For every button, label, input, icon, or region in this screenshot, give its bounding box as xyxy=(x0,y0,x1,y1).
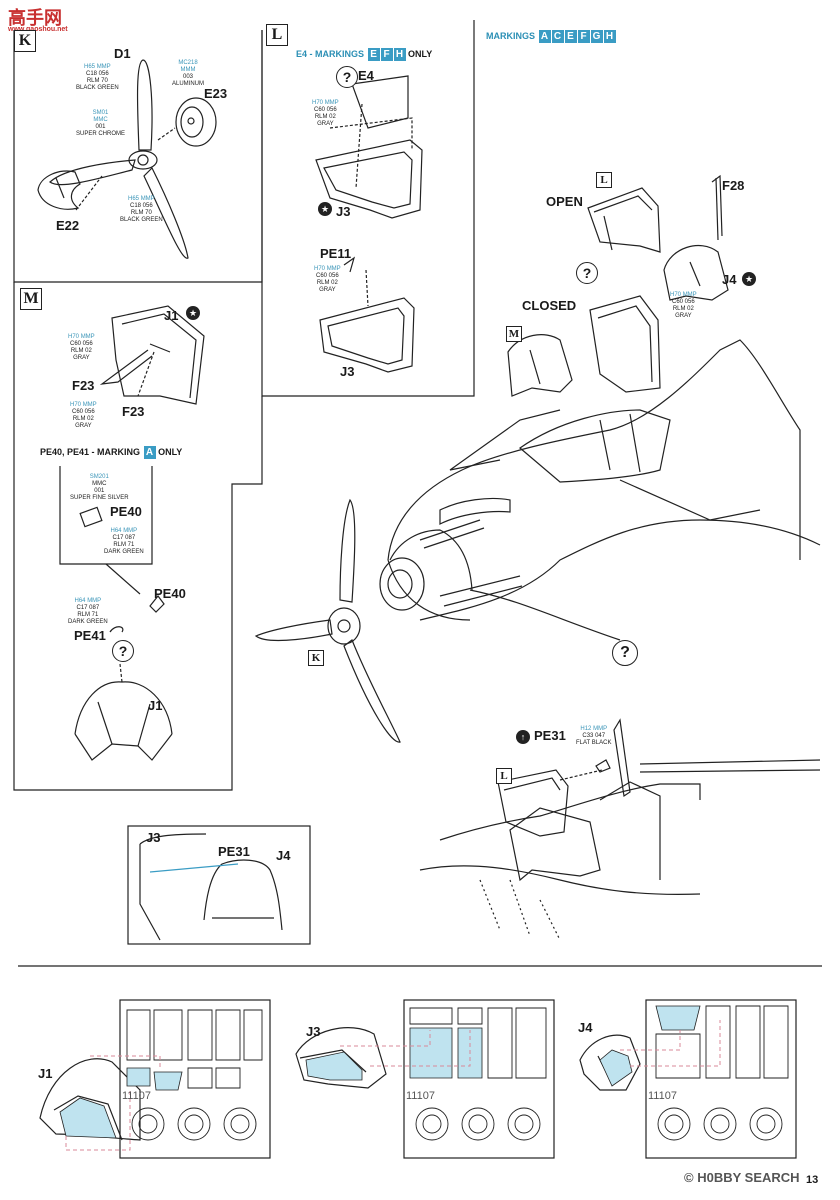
ref-box-l2: L xyxy=(496,768,512,784)
marking-letter: F xyxy=(577,30,590,43)
paint-callout: H70 MMP C60 056 RLM 02 GRAY xyxy=(68,334,95,361)
label-d1: D1 xyxy=(114,46,131,61)
label-j3: J3 xyxy=(336,204,351,219)
label-j4: J4 xyxy=(722,272,737,287)
paint-callout: H70 MMP C60 056 RLM 02 GRAY xyxy=(70,402,97,429)
paint-callout: H70 MMP C60 056 RLM 02 GRAY xyxy=(670,292,697,319)
arrow-up-icon: ↑ xyxy=(516,730,530,744)
label-j3: J3 xyxy=(146,830,161,845)
label-e4: E4 xyxy=(358,68,374,83)
label-j3: J3 xyxy=(340,364,355,379)
label-pe31: PE31 xyxy=(218,844,250,859)
label-pe41: PE41 xyxy=(74,628,106,643)
marking-letter: E xyxy=(367,48,380,61)
marking-letter: A xyxy=(143,446,156,459)
optional-icon: ? xyxy=(112,640,134,662)
label-f23: F23 xyxy=(122,404,145,419)
watermark-hobbysearch: © H0BBY SEARCH xyxy=(684,1170,800,1185)
paint-callout: H64 MMP C17 087 RLM 71 DARK GREEN xyxy=(104,528,144,555)
label-e22: E22 xyxy=(56,218,80,233)
label-j1: J1 xyxy=(164,308,179,323)
marking-letter: F xyxy=(380,48,393,61)
paint-callout: H70 MMP C60 056 RLM 02 GRAY xyxy=(312,100,339,127)
mask-code: 11107 xyxy=(122,1090,151,1102)
label-j1: J1 xyxy=(148,698,163,713)
label-pe40: PE40 xyxy=(154,586,186,601)
page-number: 13 xyxy=(806,1174,819,1186)
star-icon: ★ xyxy=(186,306,200,320)
section-m-box: M xyxy=(20,288,42,310)
label-f23: F23 xyxy=(72,378,95,393)
label-j4: J4 xyxy=(578,1020,593,1035)
paint-callout: H12 MMP C33 047 FLAT BLACK xyxy=(576,726,612,746)
ref-box-l: L xyxy=(596,172,612,188)
mask-code: 11107 xyxy=(406,1090,435,1102)
watermark-chars: 高手网 xyxy=(8,8,62,28)
section-l-title-text: E4 - MARKINGS xyxy=(296,49,365,59)
label-closed: CLOSED xyxy=(522,298,577,313)
optional-icon: ? xyxy=(612,640,638,666)
section-l-box: L xyxy=(266,24,288,46)
label-pe40: PE40 xyxy=(110,504,142,519)
paint-callout: MC218 MMM 003 ALUMINUM xyxy=(172,60,205,87)
section-pe-title: PE40, PE41 - MARKING A ONLY xyxy=(40,446,182,459)
ref-box-m: M xyxy=(506,326,522,342)
label-j4: J4 xyxy=(276,848,291,863)
marking-letter: E xyxy=(564,30,577,43)
label-j1: J1 xyxy=(38,1066,53,1081)
paint-callout: SM01 MMC 001 SUPER CHROME xyxy=(76,110,126,137)
paint-callout: H65 MMP C18 056 RLM 70 BLACK GREEN xyxy=(76,64,119,91)
label-j3: J3 xyxy=(306,1024,321,1039)
marking-letter: G xyxy=(590,30,603,43)
label-e23: E23 xyxy=(204,86,228,101)
watermark-logo: 高手网 xyxy=(8,4,62,30)
label-open: OPEN xyxy=(546,194,583,209)
section-pe-only: ONLY xyxy=(158,447,183,457)
section-l-only: ONLY xyxy=(408,49,433,59)
watermark-copyright: © xyxy=(684,1170,694,1185)
marking-letter: H xyxy=(603,30,616,43)
watermark-url: www.gaoshou.net xyxy=(8,26,68,33)
section-pe-title-text: PE40, PE41 - MARKING xyxy=(40,447,141,457)
paint-callout: H64 MMP C17 087 RLM 71 DARK GREEN xyxy=(68,598,108,625)
star-icon: ★ xyxy=(742,272,756,286)
marking-letter: H xyxy=(393,48,406,61)
mask-code: 11107 xyxy=(648,1090,677,1102)
star-icon: ★ xyxy=(318,202,332,216)
marking-letter: A xyxy=(538,30,551,43)
watermark-brand: H0BBY SEARCH xyxy=(697,1170,800,1185)
section-k-box: K xyxy=(14,30,36,52)
label-pe31: PE31 xyxy=(534,728,566,743)
label-pe11: PE11 xyxy=(320,246,352,261)
optional-icon: ? xyxy=(576,262,598,284)
paint-callout: SM201 MMC 001 SUPER FINE SILVER xyxy=(70,474,129,501)
paint-callout: H65 MMP C18 056 RLM 70 BLACK GREEN xyxy=(120,196,163,223)
paint-callout: H70 MMP C60 056 RLM 02 GRAY xyxy=(314,266,341,293)
label-f28: F28 xyxy=(722,178,745,193)
markings-header-text: MARKINGS xyxy=(486,31,535,41)
optional-icon: ? xyxy=(336,66,358,88)
marking-letter: C xyxy=(551,30,564,43)
ref-box-k: K xyxy=(308,650,324,666)
